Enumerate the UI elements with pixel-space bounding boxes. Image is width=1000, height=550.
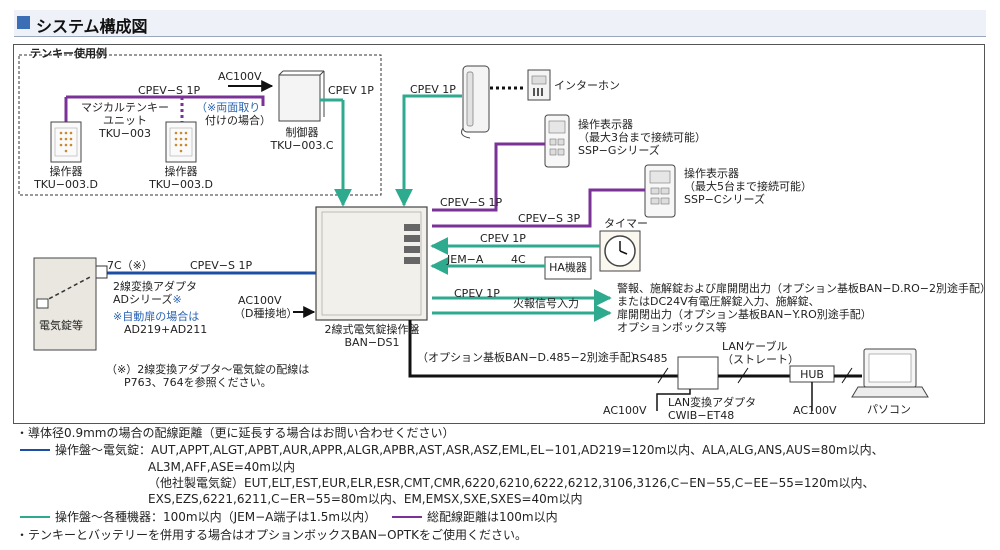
label-output-2: またはDC24V有電圧解錠入力、施解錠、 bbox=[617, 295, 820, 308]
label-lan-cable-1: LANケーブル bbox=[722, 340, 788, 353]
label-hub: HUB bbox=[800, 368, 824, 381]
footnote-6: 操作盤〜各種機器：100m以内（JEM−A端子は1.5m以内） bbox=[55, 510, 377, 524]
label-op1-1: 操作器 bbox=[49, 165, 83, 178]
label-ctrl-2: TKU−003.C bbox=[270, 139, 334, 152]
label-ssp-g-3: SSP−Gシリーズ bbox=[578, 144, 660, 157]
label-cpev1p-ctrl: CPEV 1P bbox=[328, 84, 374, 97]
label-lan-adapter-2: CWIB−ET48 bbox=[668, 409, 735, 422]
header-square-icon bbox=[17, 16, 30, 29]
label-rs485: RS485 bbox=[632, 352, 668, 365]
label-cpev1p-fire: CPEV 1P bbox=[454, 287, 500, 300]
label-lan-cable-2: （ストレート） bbox=[722, 353, 799, 366]
footnote-1: ・導体径0.9mmの場合の配線距離（更に延長する場合はお問い合わせください） bbox=[16, 426, 455, 440]
footnote-5: EXS,EZS,6221,6211,C−ER−55=80m以内、EM,EMSX,… bbox=[148, 492, 583, 506]
label-7c: 7C（※） bbox=[107, 259, 153, 272]
label-op2-2: TKU−003.D bbox=[149, 178, 213, 191]
label-cpevs3p: CPEV−S 3P bbox=[518, 212, 581, 225]
label-ssp-c-3: SSP−Cシリーズ bbox=[684, 193, 765, 206]
handset-icon bbox=[461, 65, 490, 139]
label-ssp-g-1: 操作表示器 bbox=[578, 118, 633, 131]
label-fire: 火報信号入力 bbox=[513, 297, 579, 310]
label-lock: 電気錠等 bbox=[39, 319, 83, 332]
label-pc: パソコン bbox=[867, 403, 911, 416]
cable-teal-intercom bbox=[395, 94, 462, 207]
section-header: システム構成図 bbox=[14, 10, 986, 37]
cable-purple-ssp-c bbox=[432, 188, 645, 228]
label-ha: HA機器 bbox=[549, 261, 587, 274]
label-dual-2: 付けの場合） bbox=[205, 114, 271, 127]
label-cpevs1p-left: CPEV−S 1P bbox=[190, 259, 253, 272]
lan-adapter-box bbox=[677, 356, 719, 390]
label-cpevs1p-top: CPEV−S 1P bbox=[138, 84, 201, 97]
label-magical-2: ユニット bbox=[103, 114, 147, 127]
label-intercom: インターホン bbox=[554, 79, 620, 92]
label-output-3: 扉開閉出力（オプション基板BAN−Y.RO別途手配） bbox=[617, 308, 872, 321]
label-adapter-1: 2線変換アダプタ bbox=[113, 280, 197, 293]
label-ctrl-1: 制御器 bbox=[285, 126, 319, 139]
control-box-icon bbox=[278, 70, 325, 122]
footnote-4: （他社製電気錠）EUT,ELT,EST,EUR,ELR,ESR,CMT,CMR,… bbox=[148, 476, 875, 490]
cable-purple-ssp-g bbox=[432, 142, 545, 212]
label-output-4: オプションボックス等 bbox=[617, 321, 727, 334]
label-panel-1: 2線式電気錠操作盤 bbox=[324, 323, 420, 336]
label-op2-1: 操作器 bbox=[164, 165, 198, 178]
ac100v-lan-line bbox=[656, 389, 691, 411]
label-option-board: （オプション基板BAN−D.485−2別途手配） bbox=[417, 351, 642, 364]
footnote-7: 総配線距離は100m以内 bbox=[427, 510, 558, 524]
label-ssp-c-1: 操作表示器 bbox=[684, 167, 739, 180]
label-timer: タイマー bbox=[604, 217, 648, 230]
diagram-frame bbox=[13, 44, 985, 424]
label-adapter-2-text: ADシリーズ bbox=[113, 293, 173, 306]
label-ac100v-top: AC100V bbox=[218, 70, 262, 83]
footnote-8: ・テンキーとバッテリーを併用する場合はオプションボックスBAN−OPTKをご使用… bbox=[16, 528, 527, 542]
header-rule bbox=[14, 36, 986, 37]
label-output-1: 警報、施解錠および扉開閉出力（オプション基板BAN−D.RO−2別途手配） bbox=[617, 282, 991, 295]
footnote-2: 操作盤〜電気錠：AUT,APPT,ALGT,APBT,AUR,APPR,ALGR… bbox=[55, 443, 884, 457]
cable-purple-keypad bbox=[66, 95, 265, 106]
computer-icon bbox=[851, 348, 929, 398]
cable-rs485 bbox=[408, 320, 678, 378]
display-panel-icon bbox=[544, 114, 570, 168]
clock-icon bbox=[599, 230, 641, 272]
label-jem-a: JEM−A bbox=[447, 253, 484, 266]
label-auto-2: AD219+AD211 bbox=[124, 323, 208, 336]
label-magical-1: マジカルテンキー bbox=[81, 101, 169, 114]
label-cpev1p-intercom: CPEV 1P bbox=[410, 83, 456, 96]
lock-icon bbox=[33, 257, 97, 351]
label-adapter-star: ※ bbox=[172, 293, 182, 306]
label-ssp-g-2: （最大3台まで接続可能） bbox=[578, 131, 706, 144]
display-panel-icon bbox=[644, 164, 676, 218]
keypad-icon bbox=[50, 121, 82, 163]
footnote-3: AL3M,AFF,ASE=40m以内 bbox=[148, 460, 295, 474]
label-magical-3: TKU−003 bbox=[99, 127, 151, 140]
label-dual-1: （※両面取り bbox=[196, 101, 261, 114]
label-ac100v-panel-2: （D種接地） bbox=[234, 307, 298, 320]
label-4c: 4C bbox=[511, 253, 526, 266]
label-ac100v-hub: AC100V bbox=[793, 404, 837, 417]
ha-device-box bbox=[544, 256, 592, 280]
label-ac100v-panel-1: AC100V bbox=[238, 294, 282, 307]
label-cpevs1p-mid: CPEV−S 1P bbox=[440, 196, 503, 209]
page-title: システム構成図 bbox=[36, 17, 148, 36]
keypad-group-box bbox=[18, 54, 382, 196]
label-op1-2: TKU−003.D bbox=[34, 178, 98, 191]
label-ac100v-lan: AC100V bbox=[603, 404, 647, 417]
label-panel-2: BAN−DS1 bbox=[344, 336, 400, 349]
label-auto-1: ※自動扉の場合は bbox=[113, 310, 200, 323]
keypad-icon bbox=[165, 121, 197, 163]
label-note-1: （※）2線変換アダプタ〜電気錠の配線は bbox=[106, 363, 310, 376]
label-cpev1p-timer: CPEV 1P bbox=[480, 232, 526, 245]
label-note-2: P763、764を参照ください。 bbox=[124, 376, 272, 389]
control-panel-icon bbox=[315, 206, 428, 321]
intercom-icon bbox=[527, 69, 551, 101]
group-label: テンキー使用例 bbox=[30, 47, 107, 60]
label-adapter-2: ADシリーズ※ bbox=[113, 293, 182, 306]
label-lan-adapter-1: LAN変換アダプタ bbox=[668, 396, 757, 409]
adapter-box bbox=[94, 265, 108, 279]
label-ssp-c-2: （最大5台まで接続可能） bbox=[684, 180, 812, 193]
